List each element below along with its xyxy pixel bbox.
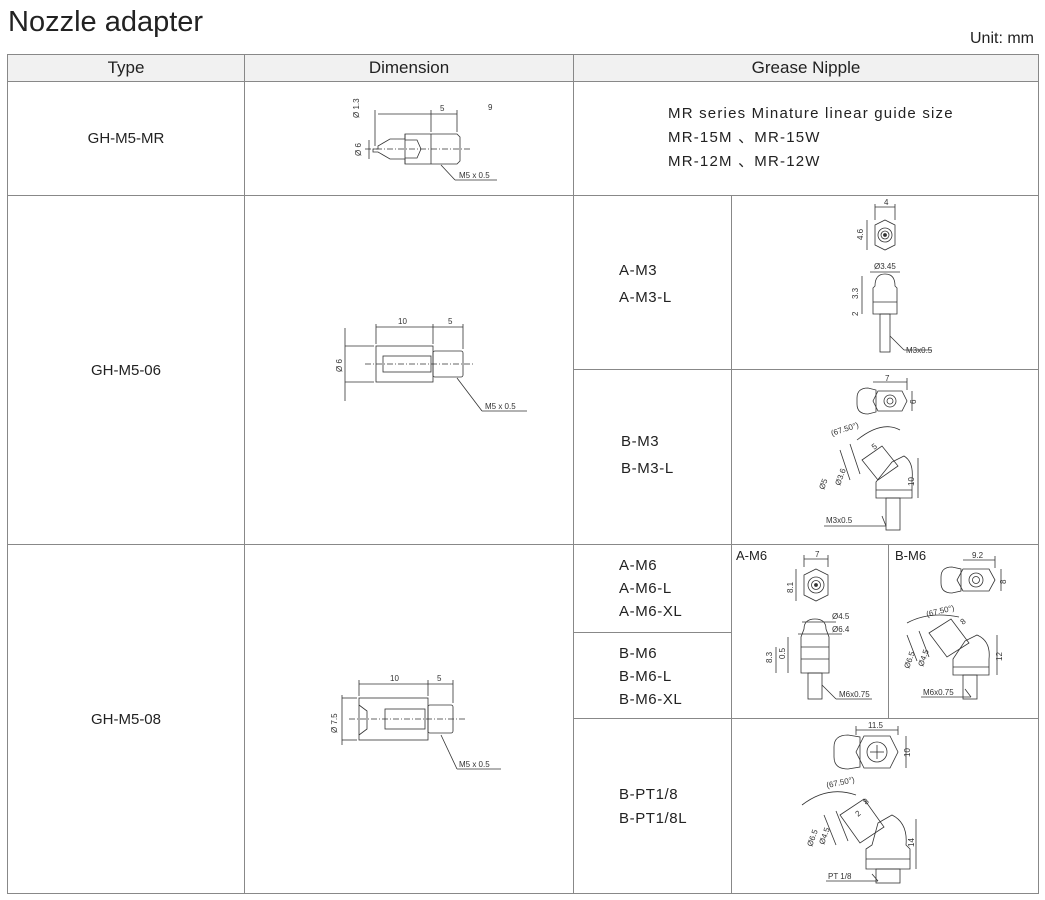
model-a-m6-xl: A-M6-XL [619, 603, 683, 620]
mr-series-line-2: MR-15M 、MR-15W [668, 129, 821, 146]
drawing-gh-m5-06: 10 5 Ø 6 M5 x 0.5 [335, 317, 527, 412]
b-m3-d2: Ø3.6 [833, 467, 848, 487]
mr-series-line-1: MR series Minature linear guide size [668, 105, 954, 122]
dim-thread: M5 x 0.5 [459, 171, 490, 180]
model-b-pt18l: B-PT1/8L [619, 810, 688, 827]
dim-len-a: 10 [390, 674, 399, 683]
dim-len-b: 5 [437, 674, 442, 683]
a-m3-thread: M3x0.5 [906, 346, 933, 355]
type-cell-gh-m5-mr: GH-M5-MR [7, 81, 245, 196]
dim-thread: M5 x 0.5 [485, 402, 516, 411]
nipple-drawing-a-m6: A-M6 7 8.1 Ø4.5 Ø6.4 8.3 0.5 M6x0.75 [731, 544, 889, 719]
b-m3-len: 5 [870, 441, 879, 451]
nipple-drawing-b-m6: B-M6 9.2 8 (67.50°) 8 Ø6.5 Ø4.5 12 M6x0.… [888, 544, 1039, 719]
b-m3-height: 10 [907, 477, 916, 486]
b-m3-d1: Ø5 [817, 477, 829, 491]
nipple-drawing-a-m3: 4 4.6 Ø3.45 3.3 2 M3x0.5 [731, 195, 1039, 370]
b-pt18-len-b: 8 [862, 796, 872, 806]
type-cell-gh-m5-08: GH-M5-08 [7, 544, 245, 894]
b-pt18-width: 10 [903, 748, 912, 757]
b-m6-d1: Ø6.5 [902, 650, 917, 670]
nipple-models-a-m3: A-M3 A-M3-L [573, 195, 732, 370]
dim-len-b: 9 [488, 103, 493, 112]
model-b-m6-xl: B-M6-XL [619, 691, 683, 708]
b-pt18-height: 14 [907, 838, 916, 847]
model-a-m6-l: A-M6-L [619, 580, 672, 597]
b-pt18-d2: Ø4.5 [817, 826, 832, 846]
a-m3-h1: 3.3 [851, 287, 860, 299]
model-b-m3-l: B-M3-L [621, 460, 674, 477]
nipple-models-b-m3: B-M3 B-M3-L [573, 369, 732, 545]
mr-series-line-3: MR-12M 、MR-12W [668, 153, 821, 170]
a-m3-dia: Ø3.45 [874, 262, 896, 271]
dim-d-tip: Ø 1.3 [352, 98, 361, 118]
dim-len-a: 5 [440, 104, 445, 113]
drawing-a-m6: 7 8.1 Ø4.5 Ø6.4 8.3 0.5 M6x0.75 [765, 550, 872, 700]
a-m3-h2: 2 [851, 311, 860, 316]
dim-len-a: 10 [398, 317, 407, 326]
dim-d-body: Ø 6 [335, 359, 344, 372]
a-m6-hex: 7 [815, 550, 820, 559]
model-b-m6: B-M6 [619, 645, 658, 662]
drawing-gh-m5-mr: Ø 1.3 Ø 6 5 9 M5 x 0.5 [352, 98, 497, 181]
b-m6-d2: Ø4.5 [916, 648, 931, 668]
model-a-m3-l: A-M3-L [619, 289, 672, 306]
b-m3-hex: 7 [885, 374, 890, 383]
b-m6-height: 12 [995, 652, 1004, 661]
page-title: Nozzle adapter [8, 6, 204, 38]
model-a-m3: A-M3 [619, 262, 658, 279]
b-m3-width: 6 [909, 399, 918, 404]
nipple-models-b-pt18: B-PT1/8 B-PT1/8L [573, 718, 732, 894]
type-cell-gh-m5-06: GH-M5-06 [7, 195, 245, 545]
nipple-models-a-m6: A-M6 A-M6-L A-M6-XL [573, 544, 732, 633]
drawing-b-pt18: 11.5 10 (67.50°) 2 8 Ø6.5 Ø4.5 14 PT 1/8 [801, 721, 917, 884]
nipple-drawing-b-pt18: 11.5 10 (67.50°) 2 8 Ø6.5 Ø4.5 14 PT 1/8 [731, 718, 1039, 894]
model-a-m6: A-M6 [619, 557, 658, 574]
a-m3-height: 4.6 [856, 228, 865, 240]
b-m6-angle: (67.50°) [925, 603, 955, 619]
header-dimension: Dimension [244, 54, 574, 82]
b-m6-len: 8 [959, 616, 969, 626]
a-m6-thread: M6x0.75 [839, 690, 870, 699]
dim-thread: M5 x 0.5 [459, 760, 490, 769]
a-m6-height: 8.1 [786, 581, 795, 593]
b-m3-angle: (67.50°) [830, 420, 860, 437]
drawing-b-m3: 7 6 (67.50°) 5 Ø5 Ø3.6 10 M3x0.5 [817, 374, 919, 531]
unit-label: Unit: mm [970, 30, 1034, 47]
drawing-a-m3: 4 4.6 Ø3.45 3.3 2 M3x0.5 [851, 198, 933, 355]
a-m6-drawing-label: A-M6 [736, 548, 768, 563]
dimension-cell-gh-m5-08: 10 5 Ø 7.5 M5 x 0.5 [244, 544, 574, 894]
a-m3-hex: 4 [884, 198, 889, 207]
dimension-cell-gh-m5-06: 10 5 Ø 6 M5 x 0.5 [244, 195, 574, 545]
b-pt18-thread: PT 1/8 [828, 872, 852, 881]
nipple-cell-mr-series: MR series Minature linear guide size MR-… [573, 81, 1039, 196]
nipple-models-b-m6: B-M6 B-M6-L B-M6-XL [573, 632, 732, 719]
b-pt18-len-a: 2 [854, 808, 864, 818]
a-m6-d2: Ø6.4 [832, 625, 850, 634]
drawing-gh-m5-08: 10 5 Ø 7.5 M5 x 0.5 [330, 674, 501, 770]
dim-d-body: Ø 7.5 [330, 713, 339, 733]
b-m6-thread: M6x0.75 [923, 688, 954, 697]
b-m6-drawing-label: B-M6 [895, 548, 927, 563]
model-b-m3: B-M3 [621, 433, 660, 450]
drawing-b-m6: 9.2 8 (67.50°) 8 Ø6.5 Ø4.5 12 M6x0.75 [902, 551, 1008, 700]
model-b-pt18: B-PT1/8 [619, 786, 679, 803]
b-m6-width: 8 [999, 579, 1008, 584]
a-m6-h1: 8.3 [765, 651, 774, 663]
b-m6-hex: 9.2 [972, 551, 984, 560]
model-b-m6-l: B-M6-L [619, 668, 672, 685]
b-m3-thread: M3x0.5 [826, 516, 853, 525]
header-type: Type [7, 54, 245, 82]
nipple-drawing-b-m3: 7 6 (67.50°) 5 Ø5 Ø3.6 10 M3x0.5 [731, 369, 1039, 545]
b-pt18-d1: Ø6.5 [805, 828, 820, 848]
dim-len-b: 5 [448, 317, 453, 326]
dim-d-body: Ø 6 [354, 143, 363, 156]
b-pt18-hex: 11.5 [868, 721, 884, 730]
b-pt18-angle: (67.50°) [826, 775, 856, 790]
a-m6-h2: 0.5 [778, 647, 787, 659]
header-grease-nipple: Grease Nipple [573, 54, 1039, 82]
a-m6-d1: Ø4.5 [832, 612, 850, 621]
dimension-cell-gh-m5-mr: Ø 1.3 Ø 6 5 9 M5 x 0.5 [244, 81, 574, 196]
